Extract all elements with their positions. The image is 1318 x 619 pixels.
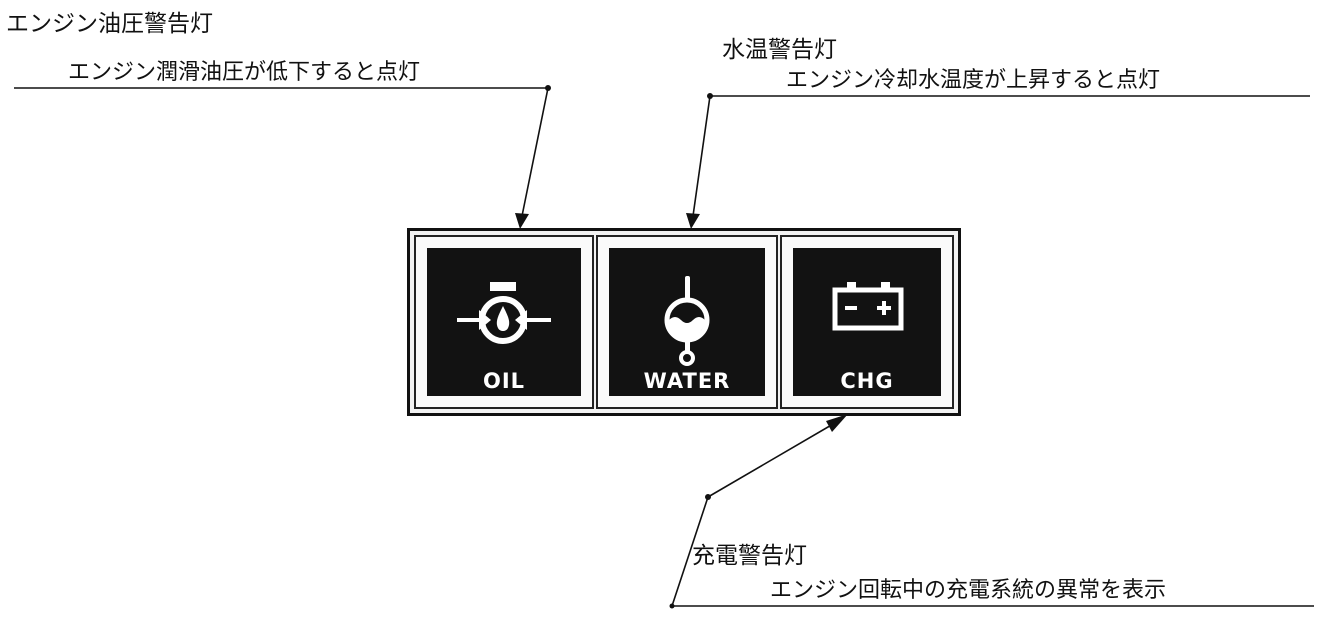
oil-arrowhead bbox=[515, 213, 529, 229]
charge-warning-title: 充電警告灯 bbox=[692, 543, 807, 569]
charge-lamp-face: CHG bbox=[793, 248, 941, 396]
charge-leader-upper bbox=[707, 419, 841, 498]
water-lamp-label: WATER bbox=[643, 369, 731, 393]
oil-lamp-face: OIL bbox=[427, 248, 581, 396]
water-warning-description: エンジン冷却水温度が上昇すると点灯 bbox=[786, 68, 1161, 93]
oil-lamp-label: OIL bbox=[482, 369, 526, 393]
water-temperature-icon bbox=[664, 276, 710, 366]
water-lamp-face: WATER bbox=[609, 248, 765, 396]
oil-pressure-icon bbox=[457, 282, 551, 344]
charge-arrowhead bbox=[826, 414, 848, 432]
water-warning-lamp: WATER bbox=[596, 235, 778, 409]
warning-lamp-panel: OIL WATER CHG bbox=[407, 228, 961, 416]
oil-warning-title: エンジン油圧警告灯 bbox=[6, 11, 213, 37]
oil-warning-description: エンジン潤滑油圧が低下すると点灯 bbox=[68, 60, 421, 85]
water-warning-title: 水温警告灯 bbox=[722, 37, 837, 63]
oil-leader bbox=[521, 87, 549, 217]
oil-warning-lamp: OIL bbox=[414, 235, 594, 409]
charge-leader-lower bbox=[671, 496, 709, 607]
charge-warning-lamp: CHG bbox=[780, 235, 954, 409]
water-arrowhead bbox=[686, 213, 700, 229]
charge-lamp-label: CHG bbox=[840, 369, 894, 393]
battery-icon bbox=[832, 282, 904, 331]
water-leader bbox=[692, 95, 711, 217]
charge-warning-description: エンジン回転中の充電系統の異常を表示 bbox=[770, 578, 1167, 603]
